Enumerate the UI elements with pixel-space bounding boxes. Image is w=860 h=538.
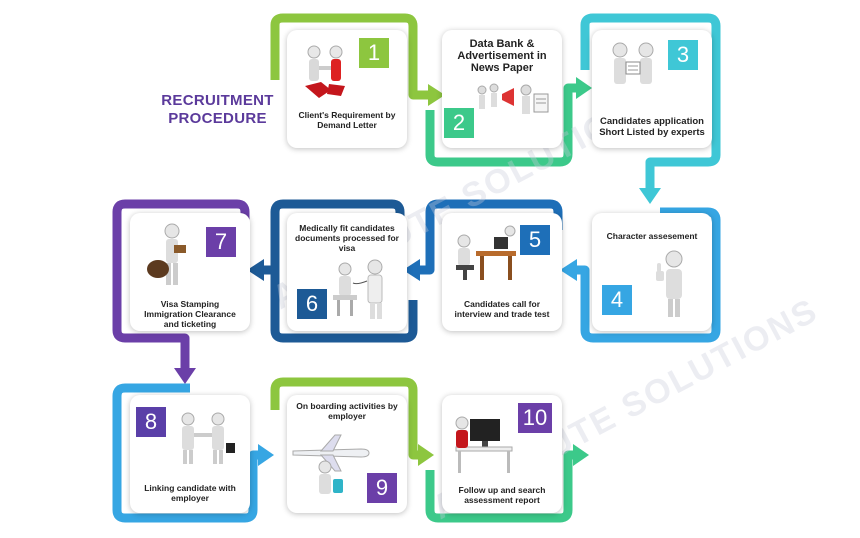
- connector-10: [425, 450, 575, 523]
- thumbs-up-person-icon: [656, 250, 683, 317]
- step-card-8: 8 Linking candidate with employer: [130, 395, 250, 513]
- arrow-6-7: [247, 259, 264, 281]
- arrow-2-3: [576, 77, 592, 99]
- step-number-7: 7: [206, 227, 236, 257]
- step-card-6: Medically fit candidates documents proce…: [287, 213, 407, 331]
- arrow-9-10: [418, 444, 434, 466]
- title-line-1: RECRUITMENT: [161, 92, 274, 109]
- traveler-luggage-icon: [147, 223, 186, 285]
- step-number-8: 8: [136, 407, 166, 437]
- arrow-10-end: [573, 444, 589, 466]
- arrow-1-2: [428, 84, 445, 106]
- step-card-10: 10 Follow up and search assessment repor…: [442, 395, 562, 513]
- connector-7: [112, 199, 250, 370]
- step-card-3: 3 Candidates application Short Listed by…: [592, 30, 712, 148]
- arrow-4-5: [560, 259, 577, 281]
- step-number-10: 10: [518, 403, 552, 433]
- connector-2: [425, 83, 578, 167]
- connector-8: [112, 383, 260, 523]
- step-card-2: Data Bank & Advertisement in News Paper …: [442, 30, 562, 148]
- step-caption-7: Visa Stamping Immigration Clearance and …: [144, 299, 236, 329]
- step-number-9: 9: [367, 473, 397, 503]
- interview-desk-icon: [456, 225, 516, 280]
- step-number-1: 1: [359, 38, 389, 68]
- arrow-3-4: [639, 188, 661, 204]
- step-card-4: Character assesement 4: [592, 213, 712, 331]
- step-number-4: 4: [602, 285, 632, 315]
- arrow-5-6: [403, 259, 420, 281]
- step-number-3: 3: [668, 40, 698, 70]
- step-caption-9: On boarding activities by employer: [296, 401, 398, 421]
- step-caption-3: Candidates application Short Listed by e…: [599, 116, 705, 138]
- airplane-traveler-icon: [292, 434, 370, 494]
- connector-9: [270, 377, 420, 460]
- step-caption-5: Candidates call for interview and trade …: [454, 299, 550, 319]
- step-caption-2: Data Bank & Advertisement in News Paper: [457, 38, 547, 74]
- step-card-1: 1 Client's Requirement by Demand Letter: [287, 30, 407, 148]
- step-number-5: 5: [520, 225, 550, 255]
- step-caption-8: Linking candidate with employer: [144, 483, 236, 503]
- arrow-8-9: [258, 444, 274, 466]
- step-card-7: 7 Visa Stamping Immigration Clearance an…: [130, 213, 250, 331]
- arrow-7-8: [174, 368, 196, 384]
- computer-desk-icon: [455, 416, 513, 473]
- medical-checkup-icon: [333, 259, 383, 319]
- connector-6: [270, 199, 418, 343]
- title-line-2: PROCEDURE: [168, 110, 267, 127]
- step-card-9: On boarding activities by employer 9: [287, 395, 407, 513]
- connector-4: [575, 207, 721, 343]
- step-number-2: 2: [444, 108, 474, 138]
- step-caption-1: Client's Requirement by Demand Letter: [298, 110, 396, 130]
- connector-3: [580, 13, 721, 190]
- candidates-documents-icon: [612, 42, 654, 84]
- advertisement-megaphone-icon: [477, 83, 549, 114]
- step-number-6: 6: [297, 289, 327, 319]
- connector-5: [418, 199, 563, 275]
- page-title: RECRUITMENT PROCEDURE: [150, 92, 285, 128]
- connector-1: [270, 13, 430, 100]
- step-caption-10: Follow up and search assessment report: [458, 485, 546, 505]
- handshake-people-icon: [305, 45, 345, 98]
- business-handshake-icon: [181, 412, 235, 464]
- step-caption-4: Character assesement: [606, 231, 698, 241]
- step-card-5: 5 Candidates call for interview and trad…: [442, 213, 562, 331]
- step-caption-6: Medically fit candidates documents proce…: [295, 223, 399, 253]
